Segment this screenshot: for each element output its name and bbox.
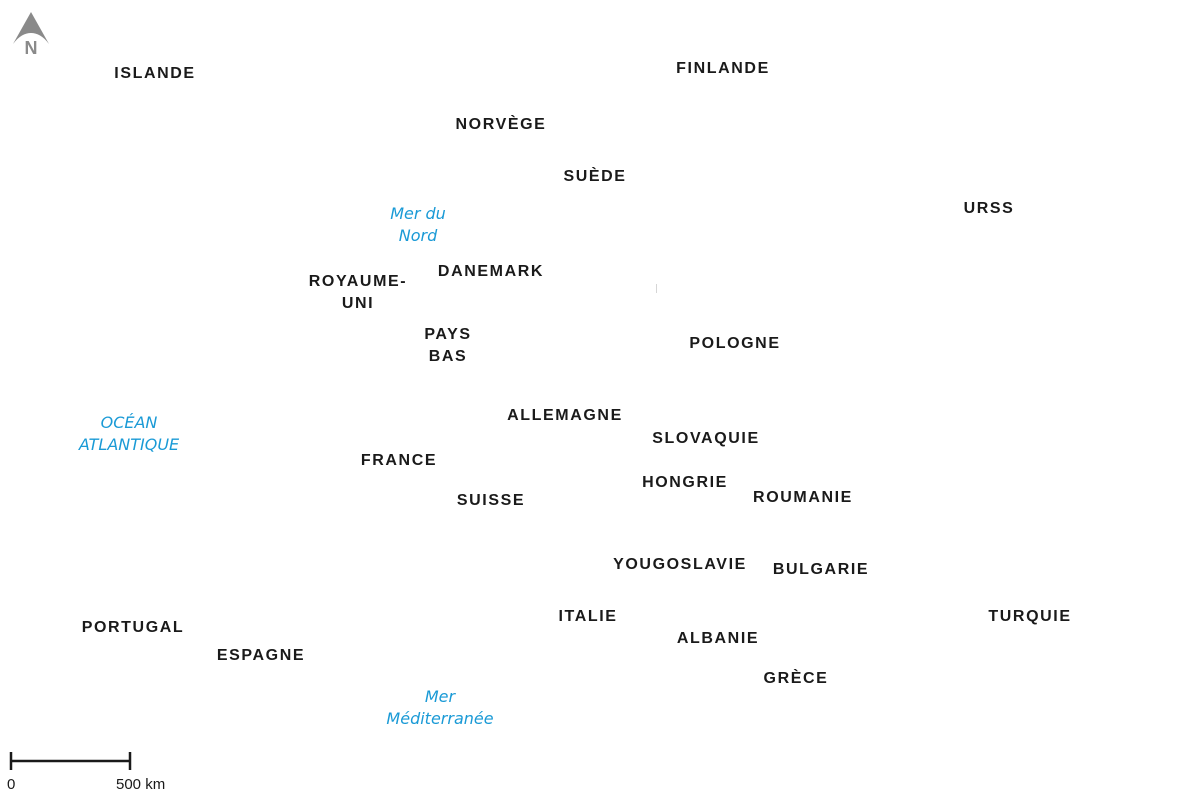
label-islande: ISLANDE <box>114 63 195 85</box>
label-line: ISLANDE <box>114 65 196 82</box>
label-line: BAS <box>428 348 468 365</box>
label-line: ITALIE <box>558 608 618 625</box>
label-mer-du-nord: Mer du Nord <box>390 203 446 247</box>
north-letter: N <box>25 38 38 58</box>
label-bulgarie: BULGARIE <box>773 559 869 581</box>
label-line: UNI <box>341 295 375 312</box>
label-line: ALLEMAGNE <box>507 407 623 424</box>
label-line: Mer du <box>390 204 446 223</box>
label-yougoslavie: YOUGOSLAVIE <box>613 554 747 576</box>
label-norvege: NORVÈGE <box>456 114 547 136</box>
label-turquie: TURQUIE <box>988 606 1071 628</box>
label-hongrie: HONGRIE <box>642 472 728 494</box>
label-pays-bas: PAYS BAS <box>424 324 471 368</box>
label-line: NORVÈGE <box>455 116 547 133</box>
label-line: SUÈDE <box>563 168 627 185</box>
label-line: ROYAUME- <box>308 273 408 290</box>
label-ocean-atlantique: OCÉAN ATLANTIQUE <box>79 412 179 456</box>
label-line: POLOGNE <box>689 335 781 352</box>
label-line: FRANCE <box>360 452 438 469</box>
label-suede: SUÈDE <box>563 166 626 188</box>
scale-bar <box>9 752 132 770</box>
label-line: BULGARIE <box>772 561 870 578</box>
label-urss: URSS <box>964 198 1015 220</box>
label-line: Nord <box>398 226 438 245</box>
label-line: SUISSE <box>456 492 526 509</box>
label-finlande: FINLANDE <box>676 58 770 80</box>
label-espagne: ESPAGNE <box>217 645 305 667</box>
label-line: ESPAGNE <box>216 647 306 664</box>
label-line: PORTUGAL <box>81 619 185 636</box>
label-line: Méditerranée <box>386 709 494 728</box>
label-slovaquie: SLOVAQUIE <box>652 428 759 450</box>
label-royaume-uni: ROYAUME- UNI <box>309 271 407 315</box>
label-line: FINLANDE <box>676 60 770 77</box>
label-danemark: DANEMARK <box>438 261 544 283</box>
label-suisse: SUISSE <box>457 490 525 512</box>
label-line: ALBANIE <box>676 630 760 647</box>
label-line: GRÈCE <box>763 670 829 687</box>
label-grece: GRÈCE <box>764 668 829 690</box>
label-line: Mer <box>424 687 456 706</box>
label-line: TURQUIE <box>988 608 1072 625</box>
label-line: ATLANTIQUE <box>78 435 180 454</box>
label-line: URSS <box>963 200 1015 217</box>
label-mer-mediterranee: Mer Méditerranée <box>386 686 493 730</box>
label-line: PAYS <box>424 326 472 343</box>
scale-start-label: 0 <box>7 776 16 793</box>
map-marker <box>656 284 657 293</box>
label-portugal: PORTUGAL <box>82 617 185 639</box>
label-italie: ITALIE <box>558 606 617 628</box>
label-line: ROUMANIE <box>753 489 853 506</box>
label-albanie: ALBANIE <box>677 628 759 650</box>
label-line: HONGRIE <box>642 474 728 491</box>
label-allemagne: ALLEMAGNE <box>507 405 623 427</box>
label-line: YOUGOSLAVIE <box>613 556 747 573</box>
label-line: SLOVAQUIE <box>652 430 760 447</box>
label-france: FRANCE <box>361 450 437 472</box>
label-roumanie: ROUMANIE <box>753 487 853 509</box>
north-arrow-icon: N <box>13 12 49 58</box>
label-line: DANEMARK <box>437 263 545 280</box>
label-line: OCÉAN <box>100 413 158 432</box>
scale-end-label: 500 km <box>116 776 166 793</box>
label-pologne: POLOGNE <box>689 333 780 355</box>
